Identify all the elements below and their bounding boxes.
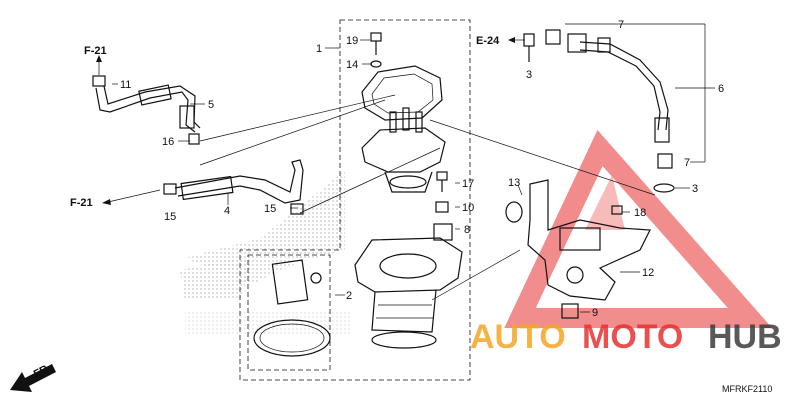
fuel-pump-body [354,237,463,349]
hose-clip-15-left [163,183,177,195]
part-label-6: 6 [718,83,724,95]
part-label-19: 19 [346,35,358,47]
bolt-18 [611,205,623,215]
watermark-hub: HUB [708,318,782,356]
collar-10 [435,201,449,213]
watermark-triangle [504,129,773,328]
washer-14 [370,60,382,68]
part-label-13: 13 [508,177,520,189]
part-label-3-bottom: 3 [692,183,698,195]
bracket-12 [527,179,651,301]
assembly-2-outline [247,254,331,371]
watermark-auto: AUTO [470,318,566,356]
rubber-mount-8 [433,223,453,241]
clip-3-top [523,33,535,62]
part-label-18: 18 [634,207,646,219]
part-label-17: 17 [462,178,474,190]
leader-lines [112,23,715,313]
fuel-pump-upper [361,107,446,193]
watermark-logo: AUTO MOTO HUB [470,318,782,356]
ref-label-e24: E-24 [476,35,500,47]
part-label-1: 1 [316,43,322,55]
front-arrow: FR. [10,362,56,392]
grommet-13 [505,201,523,223]
ref-label-f21-top: F-21 [84,45,107,57]
fuel-tube-5 [95,84,201,133]
hose-clip-7-top [545,29,561,45]
part-label-14: 14 [346,59,358,71]
watermark-moto: MOTO [582,318,683,356]
part-label-7-top: 7 [618,19,624,31]
nut-9 [561,303,579,319]
part-label-7-bottom: 7 [684,157,690,169]
fuel-hose-6 [567,33,670,143]
part-label-15-left: 15 [164,211,176,223]
filter-element-2 [253,259,331,357]
pump-flange-gasket [361,65,443,121]
hose-clip-7-bottom [657,153,673,169]
part-label-4: 4 [224,205,230,217]
part-label-12: 12 [642,267,654,279]
part-label-2: 2 [346,290,352,302]
ref-label-f21-left: F-21 [70,197,93,209]
honda-wing-emblem [180,170,350,335]
part-label-8: 8 [464,224,470,236]
part-label-5: 5 [208,99,214,111]
part-label-11: 11 [120,79,131,91]
diagram-code: MFRKF2110 [722,384,772,394]
reference-arrows [96,37,525,205]
part-label-9: 9 [592,307,598,319]
front-label: FR. [32,362,53,381]
hose-clip-16 [188,133,200,145]
part-label-16: 16 [162,136,174,148]
assembly-1-outline [239,19,471,381]
bolt-19 [370,32,382,55]
part-label-15-right: 15 [264,203,276,215]
hose-clip-11 [92,75,106,87]
hose-clip-15-right [290,203,304,215]
part-label-10: 10 [462,202,474,214]
bolt-17 [436,171,448,192]
fuel-tube-4 [174,159,304,204]
part-label-3-top: 3 [526,69,532,81]
clip-3-bottom [653,183,675,193]
